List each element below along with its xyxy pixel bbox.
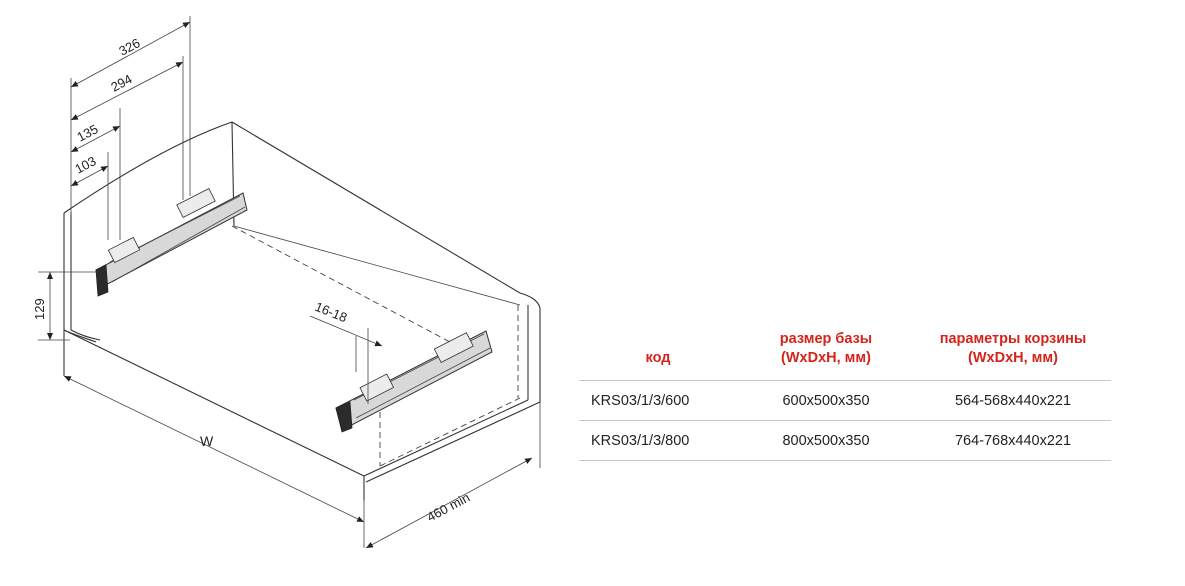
- header-basket-params: параметры корзины (WxDxH, мм): [939, 331, 1087, 366]
- cell-basket-params: 764-768x440x221: [915, 420, 1111, 461]
- spec-table: код размер базы (WxDxH, мм) параметры ко…: [579, 330, 1111, 461]
- cell-base-size: 800x500x350: [737, 420, 915, 461]
- cabinet-drawer-slide-diagram: 326 294 135 103 129 16-18 W 460 min: [32, 16, 541, 549]
- front-right-slide: [335, 330, 493, 433]
- dim-294: 294: [108, 71, 134, 94]
- cell-base-size: 600x500x350: [737, 380, 915, 421]
- cell-code: KRS03/1/3/800: [579, 420, 737, 461]
- dim-326: 326: [116, 35, 142, 58]
- cell-basket-params: 564-568x440x221: [915, 380, 1111, 421]
- rear-left-slide: [95, 188, 248, 297]
- cabinet-outline: [63, 121, 541, 500]
- dim-w: W: [200, 433, 214, 449]
- dim-460-min: 460 min: [424, 490, 472, 525]
- dimension-lines: [38, 16, 541, 549]
- table-row: KRS03/1/3/800 800x500x350 764-768x440x22…: [579, 420, 1111, 461]
- header-code: код: [645, 350, 671, 366]
- table-header-row: код размер базы (WxDxH, мм) параметры ко…: [579, 330, 1111, 381]
- dim-129: 129: [32, 298, 47, 320]
- header-base-size: размер базы (WxDxH, мм): [779, 331, 873, 366]
- dim-135: 135: [74, 121, 100, 144]
- table-row: KRS03/1/3/600 600x500x350 564-568x440x22…: [579, 380, 1111, 421]
- cell-code: KRS03/1/3/600: [579, 380, 737, 421]
- dim-16-18: 16-18: [313, 299, 349, 325]
